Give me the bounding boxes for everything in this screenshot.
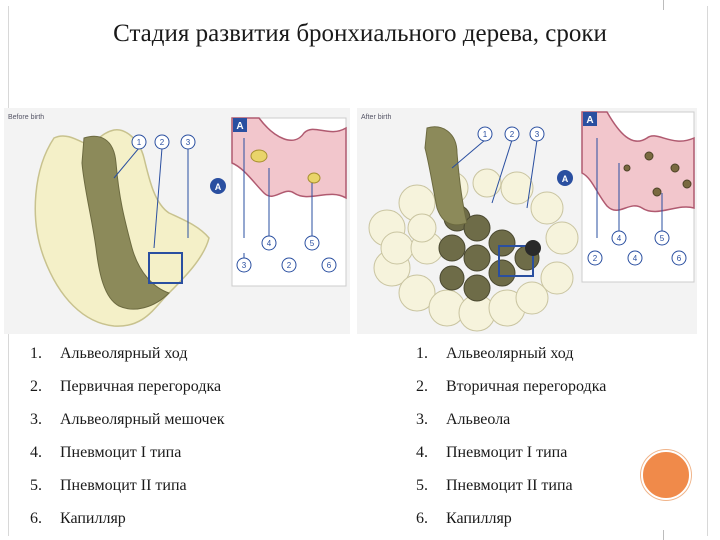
- svg-text:3: 3: [186, 138, 191, 147]
- svg-text:6: 6: [327, 261, 332, 270]
- slide-title: Стадия развития бронхиального дерева, ср…: [113, 20, 607, 47]
- svg-text:1: 1: [137, 138, 142, 147]
- list-item: 4.Пневмоцит I типа: [416, 444, 568, 461]
- svg-text:1: 1: [483, 130, 488, 139]
- decorative-orange-circle: [641, 450, 691, 500]
- list-item: 6.Капилляр: [416, 510, 512, 527]
- svg-text:4: 4: [617, 234, 622, 243]
- svg-text:A: A: [586, 115, 593, 126]
- before-birth-illustration: A A 1 2 3 4 5 3 2 6: [34, 117, 347, 327]
- figure-before-birth: Before birth A A 1 2 3: [4, 108, 350, 334]
- list-item: 2.Вторичная перегородка: [416, 378, 607, 395]
- list-item: 1.Альвеолярный ход: [416, 345, 574, 362]
- svg-text:2: 2: [160, 138, 165, 147]
- svg-text:A: A: [562, 174, 569, 184]
- svg-text:4: 4: [267, 239, 272, 248]
- decorative-line-bottom: [663, 530, 664, 540]
- after-birth-illustration: A A 1 2 3 4 5 2 4 6: [368, 111, 695, 332]
- list-item: 3.Альвеолярный мешочек: [30, 411, 225, 428]
- list-item: 3.Альвеола: [416, 411, 511, 428]
- figure-after-birth: After birth A A: [357, 108, 697, 334]
- before-birth-label: Before birth: [8, 114, 45, 121]
- inset-letter: A: [236, 121, 243, 132]
- list-item: 4.Пневмоцит I типа: [30, 444, 182, 461]
- list-item: 2.Первичная перегородка: [30, 378, 222, 395]
- svg-text:2: 2: [510, 130, 515, 139]
- svg-text:3: 3: [535, 130, 540, 139]
- svg-text:2: 2: [287, 261, 292, 270]
- list-item: 6.Капилляр: [30, 510, 126, 527]
- list-item: 5.Пневмоцит II типа: [30, 477, 187, 494]
- list-item: 5.Пневмоцит II типа: [416, 477, 573, 494]
- svg-text:4: 4: [633, 254, 638, 263]
- after-birth-label: After birth: [361, 114, 392, 121]
- svg-text:2: 2: [593, 254, 598, 263]
- after-birth-legend: 1.Альвеолярный ход 2.Вторичная перегород…: [416, 340, 606, 538]
- svg-text:6: 6: [677, 254, 682, 263]
- list-item: 1.Альвеолярный ход: [30, 345, 188, 362]
- svg-text:3: 3: [242, 261, 247, 270]
- before-birth-legend: 1.Альвеолярный ход 2.Первичная перегород…: [30, 340, 224, 538]
- decorative-line: [663, 0, 664, 10]
- svg-text:A: A: [215, 182, 222, 192]
- svg-text:5: 5: [660, 234, 665, 243]
- svg-text:5: 5: [310, 239, 315, 248]
